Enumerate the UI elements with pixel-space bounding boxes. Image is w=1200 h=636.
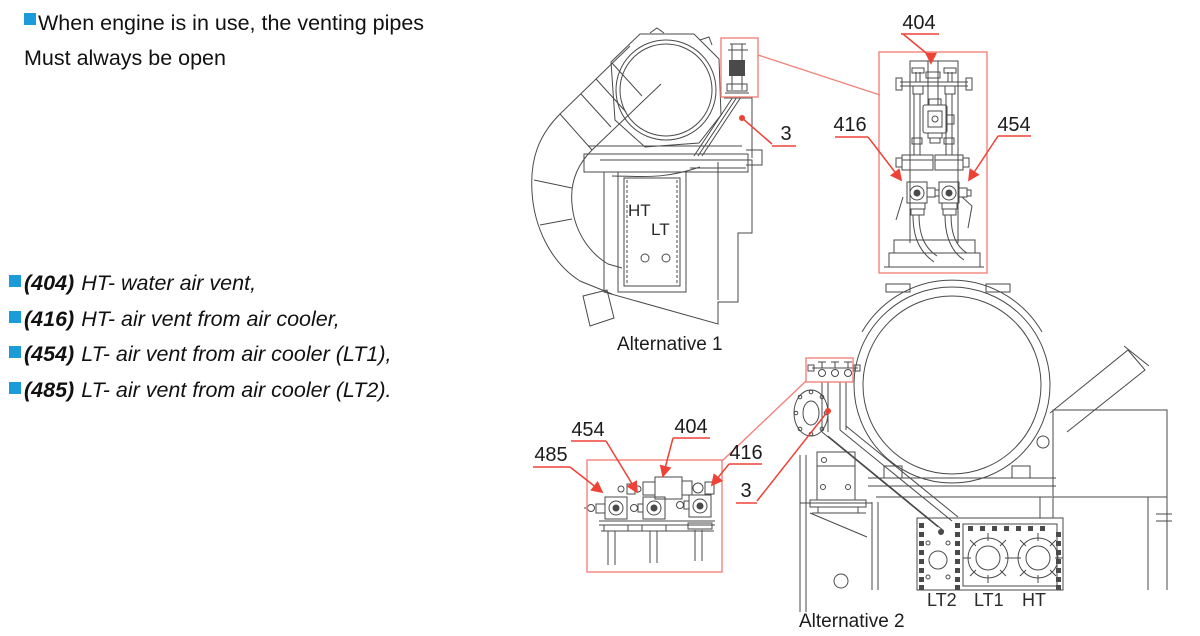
note-line-2: Must always be open [24,46,226,70]
alt2-caption: Alternative 2 [799,611,905,632]
callout-detail2-454: 454 [571,419,605,441]
callout-detail1-454: 454 [997,114,1031,136]
legend-text: HT- water air vent, [81,271,257,295]
alt1-cooler-lt-label: LT [651,220,670,239]
d1-416-leader [867,136,903,182]
legend-text: HT- air vent from air cooler, [81,306,340,331]
alt2-lt2-label: LT2 [927,590,957,610]
detail1-zoom-box [878,51,988,274]
callout-detail2-404: 404 [674,416,708,438]
alt1-3-dot [739,115,745,121]
d2-404-leader [659,437,674,478]
d2-454-leader [605,440,638,494]
legend-item-485: (485)LT- air vent from air cooler (LT2). [9,373,391,409]
detail2-zoom-box [586,459,723,573]
bullet-square-icon [9,275,21,287]
legend-ref: (404) [24,271,75,295]
legend-text: LT- air vent from air cooler (LT1), [81,342,392,366]
alt1-detail1-link-line [757,54,881,96]
legend-ref: (416) [24,306,75,331]
callout-alt1-3: 3 [780,123,792,145]
bullet-square-icon [9,310,21,323]
alt2-engine-drawing [793,279,1172,612]
callout-detail1-404: 404 [902,12,936,34]
alt1-engine-drawing [531,27,763,327]
d1-454-leader [968,135,999,182]
alt2-ht-label: HT [1022,590,1046,610]
d2-416-leader [710,463,730,487]
legend-item-454: (454)LT- air vent from air cooler (LT1), [9,337,391,373]
vent-legend-list: (404)HT- water air vent, (416)HT- air ve… [9,266,391,408]
detail2-assembly-drawing [584,476,715,565]
red-annotations [533,33,1031,573]
alt2-lt1-label: LT1 [974,590,1004,610]
callout-detail2-416: 416 [729,442,763,464]
legend-ref: (485) [24,377,75,402]
callout-detail2-485: 485 [534,444,568,466]
detail1-assembly-drawing [884,60,984,268]
bullet-square-icon [9,381,21,394]
usage-note: When engine is in use, the venting pipes… [24,6,564,76]
legend-item-416: (416)HT- air vent from air cooler, [9,302,391,338]
alt2-zoom-box [805,357,854,383]
bullet-square-icon [9,346,21,358]
callout-detail1-416: 416 [833,114,867,136]
alt1-cooler-ht-label: HT [628,201,651,220]
detail2-alt2-link-line [721,380,807,462]
legend-ref: (454) [24,342,75,366]
note-text-1: When engine is in use, the venting pipes [38,11,425,35]
alt1-caption: Alternative 1 [617,334,723,355]
callout-alt2-3: 3 [740,480,752,502]
legend-item-404: (404)HT- water air vent, [9,266,391,302]
note-line-1: When engine is in use, the venting pipes [24,6,564,41]
d2-485-leader [569,466,604,494]
legend-text: LT- air vent from air cooler (LT2). [81,377,392,402]
d1-404-leader [902,33,937,65]
alt1-3-leader [741,117,796,147]
alt2-3-leader [736,410,829,504]
alt1-zoom-box [720,37,759,98]
bullet-square-icon [24,13,36,25]
alt2-3-dot [825,408,831,414]
